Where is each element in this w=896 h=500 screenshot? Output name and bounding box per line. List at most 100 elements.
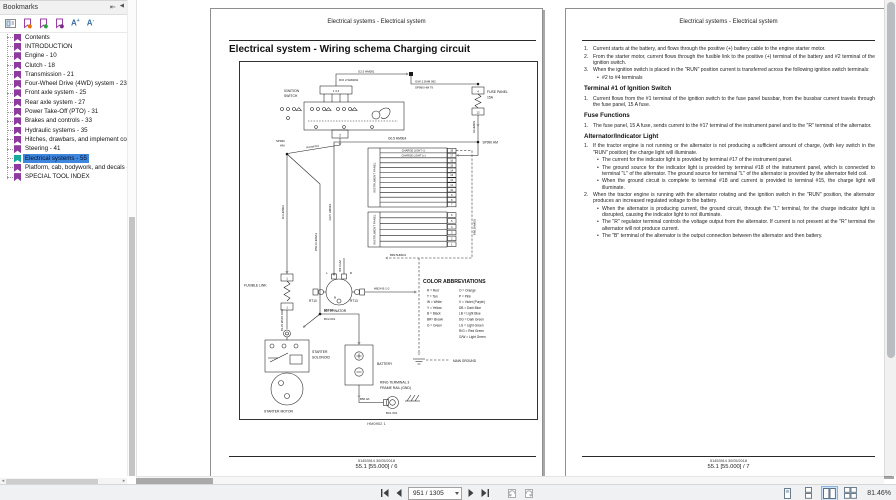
bookmark-item[interactable]: Hydraulic systems - 35 [0, 126, 127, 135]
svg-text:15: 15 [450, 163, 453, 167]
bookmark-item[interactable]: Transmission - 21 [0, 70, 127, 79]
bookmark-item[interactable]: Front axle system - 25 [0, 89, 127, 98]
tree-connector [7, 158, 13, 159]
bookmark-icon [14, 117, 21, 126]
tree-connector [7, 102, 13, 104]
font-increase-icon[interactable]: A+ [71, 17, 80, 28]
svg-text:12: 12 [450, 178, 453, 182]
bookmark-item[interactable]: Electrical systems - 55 [0, 154, 127, 163]
bookmark-item[interactable]: Platform, cab, bodywork, and decals - [0, 163, 127, 172]
panel-collapse-icon[interactable]: ◀ [119, 3, 124, 9]
bookmark-item-label: INTRODUCTION [25, 42, 73, 50]
previous-view-icon[interactable] [506, 488, 518, 499]
document-vscroll-thumb[interactable] [887, 2, 895, 358]
facing-pages-view-icon[interactable] [821, 485, 839, 500]
single-page-view-icon[interactable] [779, 486, 796, 500]
svg-text:2: 2 [451, 237, 453, 241]
bookmark-item[interactable]: INTRODUCTION [0, 42, 127, 51]
bookmark-item-label: Brakes and controls - 33 [25, 117, 93, 125]
first-page-icon[interactable] [380, 488, 390, 498]
bookmarks-hscrollbar[interactable]: ◂ ▸ [0, 478, 127, 485]
svg-text:5: 5 [451, 219, 453, 223]
svg-text:P = Pink: P = Pink [459, 294, 471, 298]
instrument-panel-connector-2: INSTRUMENT PANEL 6 5 4 3 2 1 [367, 211, 457, 248]
bookmarks-toolbar: A+ A- [0, 14, 127, 33]
bookmarks-vscrollbar[interactable] [127, 0, 137, 476]
bookmark-item-label: Transmission - 21 [25, 70, 74, 78]
bookmark-item[interactable]: Engine - 10 [0, 52, 127, 61]
bookmark-flag-orange-icon[interactable] [23, 18, 32, 29]
bookmark-item[interactable]: Contents [0, 33, 127, 42]
document-hscrollbar[interactable] [136, 476, 884, 485]
svg-text:B/4.0 HM: B/4.0 HM [338, 260, 342, 272]
charging-circuit-wires: R/O 2.5HM091 G2.5 HM081 G/W 2.5HM 092 SP… [335, 69, 480, 90]
tree-connector [7, 139, 13, 141]
numbered-item: 1. Current flows from the #1 terminal of… [584, 95, 875, 108]
svg-text:G0.5 HM0E4: G0.5 HM0E4 [388, 137, 407, 141]
bookmark-item-label: Platform, cab, bodywork, and decals - [25, 163, 127, 171]
bookmark-item[interactable]: Rear axle system - 27 [0, 98, 127, 107]
svg-text:CHARGE LIGHT (+): CHARGE LIGHT (+) [401, 154, 425, 158]
font-decrease-icon[interactable]: A- [86, 17, 95, 28]
numbered-item: 2. When the tractor engine is running wi… [584, 192, 875, 205]
tree-connector [7, 148, 13, 150]
svg-text:FUSIBLE LINK: FUSIBLE LINK [244, 284, 267, 288]
document-hscroll-thumb[interactable] [136, 478, 213, 484]
svg-text:Y = Yellow: Y = Yellow [427, 306, 442, 310]
tree-connector [7, 92, 13, 94]
svg-text:3: 3 [451, 231, 453, 235]
starter-solenoid-symbol: STARTER SOLONOID [264, 339, 330, 373]
svg-text:RT10: RT10 [309, 299, 317, 303]
starter-motor-symbol: STARTER MOTOR [264, 372, 304, 414]
footer-doc-code: 51453914 30/05/2018 [710, 459, 747, 463]
previous-page-icon[interactable] [395, 488, 403, 498]
scroll-right-icon[interactable]: ▸ [122, 478, 126, 484]
bookmark-icon [14, 42, 21, 51]
page-body-text: 1. Current starts at the battery, and fl… [584, 46, 875, 241]
numbered-item: 1. The fuse panel, 15 A fuse, sends curr… [584, 122, 872, 129]
svg-text:COLOR ABBREVIATIONS: COLOR ABBREVIATIONS [423, 279, 486, 285]
svg-text:4: 4 [477, 89, 479, 93]
bookmark-item[interactable]: Power Take-Off (PTO) - 31 [0, 107, 127, 117]
bookmark-item[interactable]: Hitches, drawbars, and implement cou [0, 135, 127, 144]
svg-text:STARTER: STARTER [312, 350, 328, 354]
scroll-left-icon[interactable]: ◂ [1, 478, 5, 484]
svg-text:B50.0A: B50.0A [324, 308, 334, 312]
tree-connector [7, 55, 13, 57]
continuous-view-icon[interactable] [800, 486, 817, 500]
zoom-level[interactable]: 81.46% [867, 489, 891, 497]
instrument-panel-connector-1: INSTRUMENT PANEL CHARGE LIGHT (-) CHARGE… [367, 147, 457, 208]
last-page-icon[interactable] [480, 488, 490, 498]
bookmarks-vscroll-thumb[interactable] [129, 217, 135, 476]
svg-text:18: 18 [450, 149, 453, 153]
bookmarks-hscroll-thumb[interactable] [6, 479, 98, 484]
ring-terminal-symbol: B50.0A BC1.001 RING TERMINAL 3 FRAME RAI… [359, 381, 420, 415]
bookmark-item[interactable]: Brakes and controls - 33 [0, 117, 127, 126]
bookmark-item[interactable]: Steering - 41 [0, 145, 127, 154]
next-view-icon[interactable] [523, 488, 535, 499]
page-number-input[interactable]: 951 / 1305 [408, 486, 462, 500]
svg-text:O = Orange: O = Orange [459, 289, 476, 293]
bookmark-icon [14, 135, 21, 144]
svg-text:16: 16 [450, 158, 453, 162]
bookmark-item[interactable]: SPECIAL TOOL INDEX [0, 172, 127, 182]
bookmark-flag-green-icon[interactable] [39, 18, 48, 29]
bookmark-flag-purple-icon[interactable] [55, 18, 64, 29]
svg-text:R = Red: R = Red [427, 289, 439, 293]
svg-text:9: 9 [451, 193, 453, 197]
tree-connector [7, 176, 13, 178]
document-vscrollbar[interactable] [884, 0, 896, 476]
document-page-right: Electrical systems - Electrical system 1… [565, 8, 892, 477]
svg-text:6: 6 [451, 213, 453, 217]
svg-text:SP990 HM 79: SP990 HM 79 [415, 86, 433, 90]
svg-text:LB = Light Blue: LB = Light Blue [459, 312, 481, 316]
page-dropdown-caret[interactable] [455, 491, 459, 495]
next-page-icon[interactable] [467, 488, 475, 498]
continuous-facing-view-icon[interactable] [842, 486, 859, 500]
bookmark-item-label: Steering - 41 [25, 145, 61, 153]
panel-pin-icon[interactable]: ⇤ [109, 4, 116, 11]
bookmark-options-icon[interactable] [5, 18, 16, 28]
svg-text:12: 12 [476, 110, 480, 114]
bookmark-item[interactable]: Four-Wheel Drive (4WD) system - 23 [0, 79, 127, 89]
bookmark-item[interactable]: Clutch - 18 [0, 61, 127, 70]
